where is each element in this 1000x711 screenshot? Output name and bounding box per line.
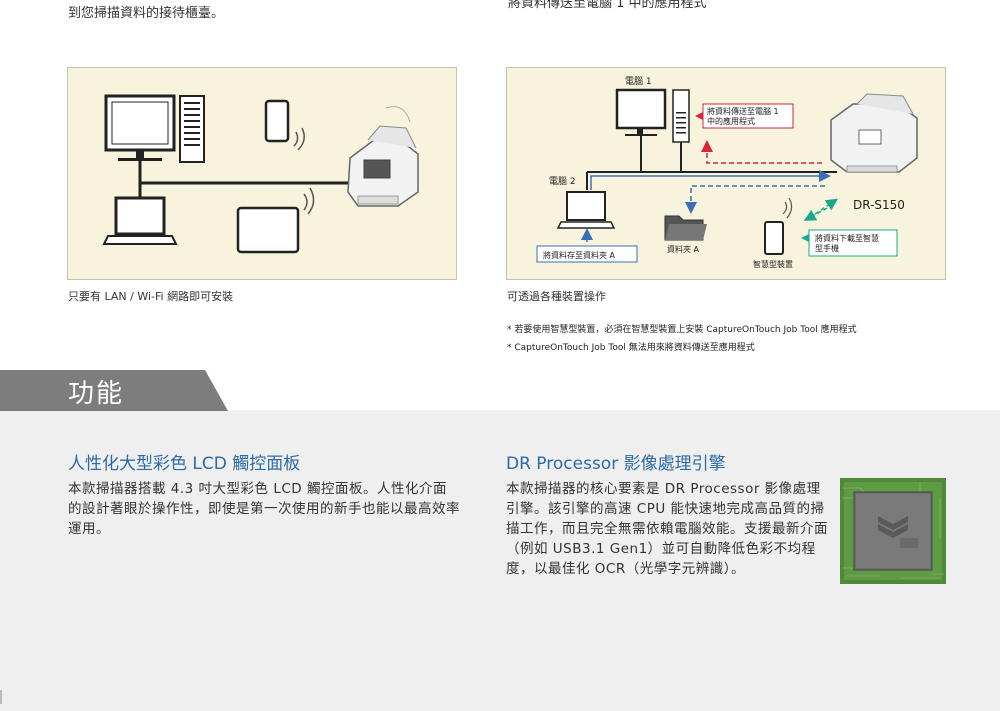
top-clipped-text: 將資料傳送至電腦 1 中的應用程式 xyxy=(508,0,707,11)
feature-2-title: DR Processor 影像處理引擎 xyxy=(506,454,726,474)
section-title: 功能 xyxy=(68,379,125,409)
save-to-folder-label: 將資料存至資料夾 A xyxy=(543,250,616,260)
pc-tower-icon xyxy=(179,95,205,163)
smart-device-label: 智慧型裝置 xyxy=(753,259,793,269)
note-1: * 若要使用智慧型裝置，必須在智慧型裝置上安裝 CaptureOnTouch J… xyxy=(507,325,857,335)
send-to-pc-line2: 中的應用程式 xyxy=(707,116,755,126)
section-tab xyxy=(0,370,228,411)
scanner-icon xyxy=(347,106,419,207)
scanner-icon xyxy=(830,93,918,173)
processor-chip-image xyxy=(840,478,946,584)
features-background xyxy=(0,410,1000,711)
download-line2: 型手機 xyxy=(815,243,839,253)
left-panel-caption: 只要有 LAN / Wi-Fi 網路即可安裝 xyxy=(68,290,234,303)
tablet-icon xyxy=(236,187,315,254)
note-2: * CaptureOnTouch Job Tool 無法用來將資料傳送至應用程式 xyxy=(507,343,755,353)
feature-1-body: 本款掃描器搭載 4.3 吋大型彩色 LCD 觸控面板。人性化介面的設計著眼於操作… xyxy=(68,481,460,537)
smartphone-icon xyxy=(264,99,305,151)
smartphone-icon xyxy=(764,197,793,255)
model-label: DR-S150 xyxy=(853,198,905,212)
pc1-monitor-icon xyxy=(615,88,667,136)
pc2-laptop-icon xyxy=(556,191,616,229)
feature-1-title: 人性化大型彩色 LCD 觸控面板 xyxy=(68,454,301,474)
left-edge-mark xyxy=(0,690,2,704)
lan-diagram-panel xyxy=(67,67,457,280)
pc1-tower-icon xyxy=(672,89,690,143)
lan-diagram xyxy=(102,94,419,254)
device-diagram-panel: 電腦 1 將資料傳送至電腦 1 中的應用程式 電腦 2 xyxy=(506,67,946,280)
download-line1: 將資料下載至智慧 xyxy=(815,233,879,243)
intro-text: 到您掃描資料的接待櫃臺。 xyxy=(68,6,225,21)
desktop-monitor-icon xyxy=(104,94,176,161)
save-to-folder-callout xyxy=(536,245,638,263)
pc1-label: 電腦 1 xyxy=(625,75,652,87)
laptop-icon xyxy=(102,196,178,245)
pc2-label: 電腦 2 xyxy=(549,175,576,187)
right-panel-caption: 可透過各種裝置操作 xyxy=(507,290,606,303)
send-to-pc-callout xyxy=(702,103,794,129)
folder-icon xyxy=(664,215,707,241)
device-diagram: 電腦 1 將資料傳送至電腦 1 中的應用程式 電腦 2 xyxy=(536,75,918,269)
folder-a-label: 資料夾 A xyxy=(667,244,700,254)
feature-2-body: 本款掃描器的核心要素是 DR Processor 影像處理引擎。該引擎的高速 C… xyxy=(506,481,828,577)
send-to-pc-line1: 將資料傳送至電腦 1 xyxy=(707,106,779,116)
download-callout xyxy=(808,229,898,257)
